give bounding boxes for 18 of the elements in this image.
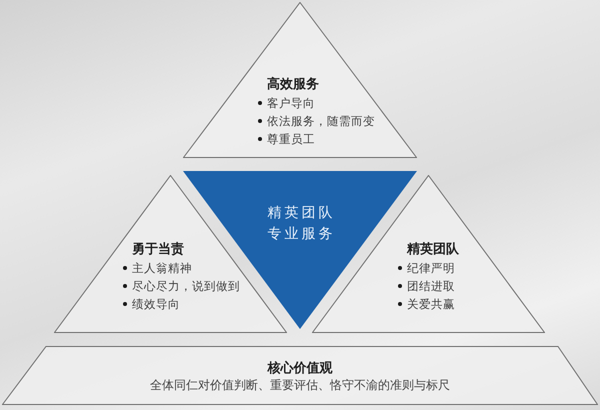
- slogan-text: 精英团队: [266, 204, 336, 223]
- band-description: 全体同仁对价值判断、重要评估、恪守不渝的准则与标尺: [150, 377, 450, 394]
- bullet-text: 纪律严明: [407, 260, 455, 276]
- bullet-text: 绩效导向: [132, 296, 180, 312]
- slogan-text: 专业服务: [266, 225, 336, 244]
- bullet-text: 团结进取: [407, 278, 455, 294]
- bullet-text: 尽心尽力，说到做到: [132, 278, 240, 294]
- bullet-text: 关爱共赢: [407, 296, 455, 312]
- bullet-text: 客户导向: [267, 95, 315, 111]
- bullet-text: 主人翁精神: [132, 260, 192, 276]
- bullet-text: 尊重员工: [267, 131, 315, 147]
- triangle-panel: [183, 2, 417, 158]
- bullet-text: 依法服务，随需而变: [267, 113, 375, 129]
- panel-heading: 精英团队: [407, 241, 459, 259]
- panel-heading: 勇于当责: [132, 241, 184, 259]
- band-title: 核心价值观: [268, 360, 332, 377]
- panel-heading: 高效服务: [267, 76, 319, 94]
- trapezoid-panel: [2, 346, 598, 405]
